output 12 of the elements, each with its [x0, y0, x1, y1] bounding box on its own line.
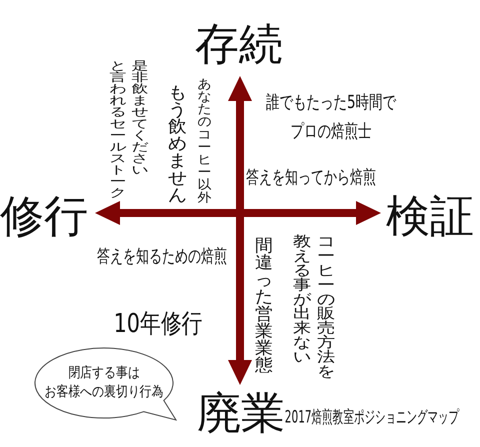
quadrant-text: 是非飲ませてくださいと言われるセールストーク	[108, 60, 150, 200]
axis-label: 廃業	[197, 392, 285, 436]
quadrant-text: コーヒーの販売方法を教える事が出来ない	[292, 235, 336, 379]
quadrant-text: 答えを知るための焙煎	[97, 248, 227, 266]
quadrant-text: 答えを知ってから焙煎	[246, 169, 376, 187]
quadrant-text: 間違った営業業態	[254, 238, 274, 374]
map-caption: 2017焙煎教室ポジショニングマップ	[284, 410, 460, 426]
quadrant-text: 10年修行	[114, 311, 202, 337]
quadrant-text: 誰でもたった5時間でプロの焙煎士	[266, 91, 396, 144]
axis-label: 存続	[195, 23, 283, 67]
axis-label: 修行	[0, 195, 88, 239]
axis-label: 検証	[386, 195, 474, 239]
